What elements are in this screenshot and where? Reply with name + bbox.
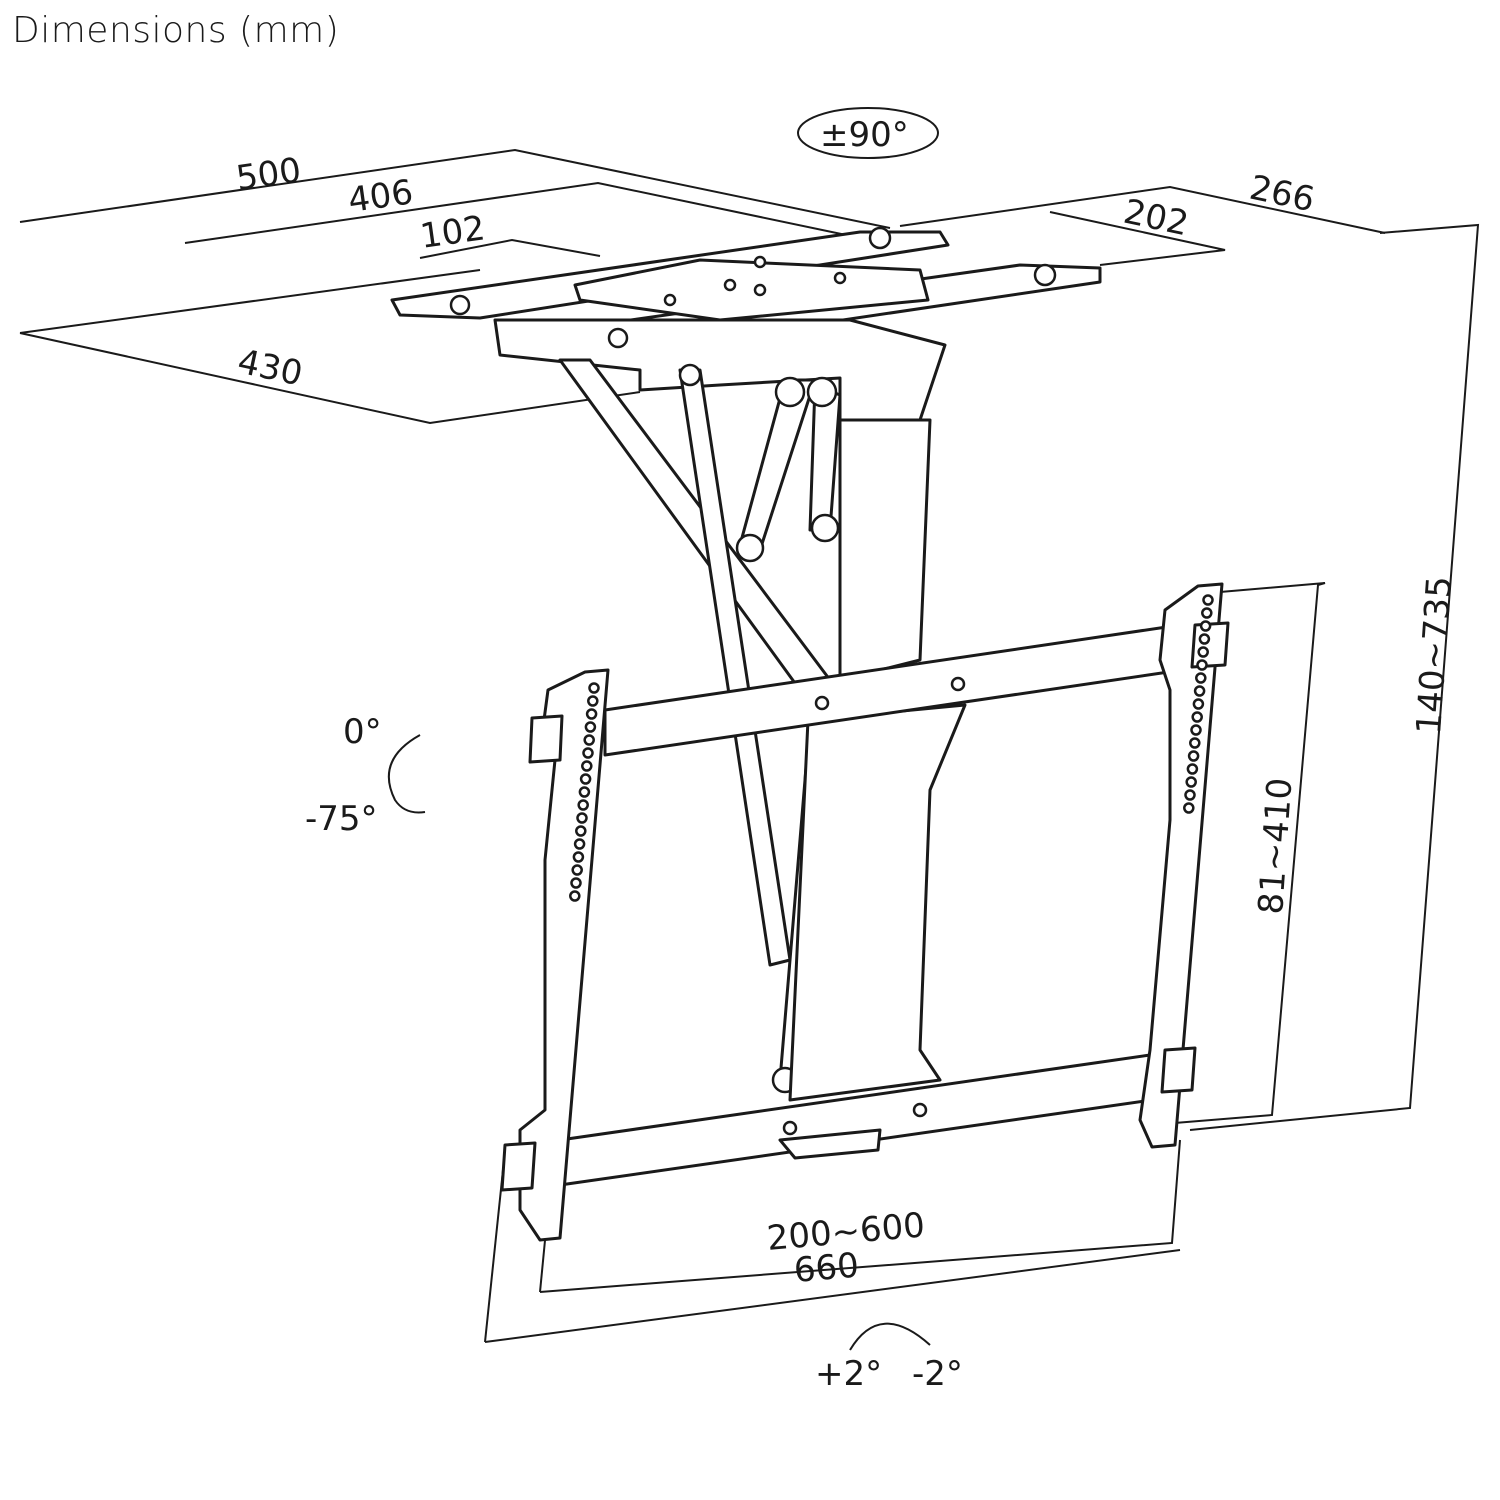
- rail-hole: [581, 760, 593, 772]
- swivel-label: ±90°: [820, 115, 909, 155]
- rail-hole: [1201, 607, 1213, 619]
- rail-hole: [1193, 685, 1206, 697]
- rail-hole: [1196, 659, 1208, 671]
- rail-hole: [582, 747, 594, 759]
- rail-hole: [577, 799, 589, 811]
- rail-hole: [1192, 698, 1205, 710]
- rail-hole: [585, 708, 598, 720]
- rail-hole: [570, 877, 582, 889]
- rail-hole: [1202, 594, 1214, 606]
- tilt-bottom-label: -75°: [305, 799, 378, 839]
- rail-hole: [573, 838, 586, 850]
- dim-500: 500: [234, 150, 304, 199]
- tv-bracket: [500, 582, 1230, 1242]
- rail-hole: [1191, 711, 1203, 723]
- rail-hole: [1187, 750, 1200, 762]
- rail-hole: [579, 773, 592, 785]
- rail-hole: [1195, 672, 1207, 684]
- rail-hole: [588, 682, 600, 694]
- diagram-title: Dimensions (mm): [12, 10, 340, 51]
- rail-hole: [1198, 633, 1211, 645]
- rail-hole: [1185, 776, 1197, 788]
- dim-430: 430: [234, 342, 306, 395]
- ceiling-plate: [390, 226, 1102, 422]
- dim-vertical-pattern: 81~410: [1251, 777, 1300, 916]
- rail-hole: [571, 864, 583, 876]
- rail-hole: [1199, 620, 1212, 632]
- rail-hole: [569, 890, 581, 902]
- scissor-arms: [558, 358, 932, 1094]
- rail-hole: [583, 734, 595, 746]
- dim-bracket-width: 660: [792, 1245, 860, 1291]
- dim-height-range: 140~735: [1409, 575, 1460, 736]
- dim-406: 406: [346, 172, 416, 221]
- rail-hole: [578, 786, 591, 798]
- rail-hole: [575, 825, 587, 837]
- rail-hole: [1184, 789, 1196, 801]
- rail-hole: [1183, 802, 1195, 814]
- dim-266: 266: [1246, 168, 1318, 221]
- dim-202: 202: [1120, 192, 1192, 245]
- tilt-top-label: 0°: [343, 712, 382, 752]
- level-minus-label: -2°: [912, 1354, 963, 1394]
- rail-holes: [569, 594, 1214, 902]
- dim-102: 102: [418, 208, 488, 257]
- rail-hole: [1189, 737, 1201, 749]
- rail-hole: [1197, 646, 1209, 658]
- rail-hole: [576, 812, 588, 824]
- rail-hole: [587, 695, 599, 707]
- rail-hole: [572, 851, 585, 863]
- rail-hole: [584, 721, 597, 733]
- rotation-arrows: [387, 107, 939, 1351]
- level-plus-label: +2°: [815, 1354, 882, 1394]
- rail-hole: [1190, 724, 1202, 736]
- rail-hole: [1186, 763, 1199, 775]
